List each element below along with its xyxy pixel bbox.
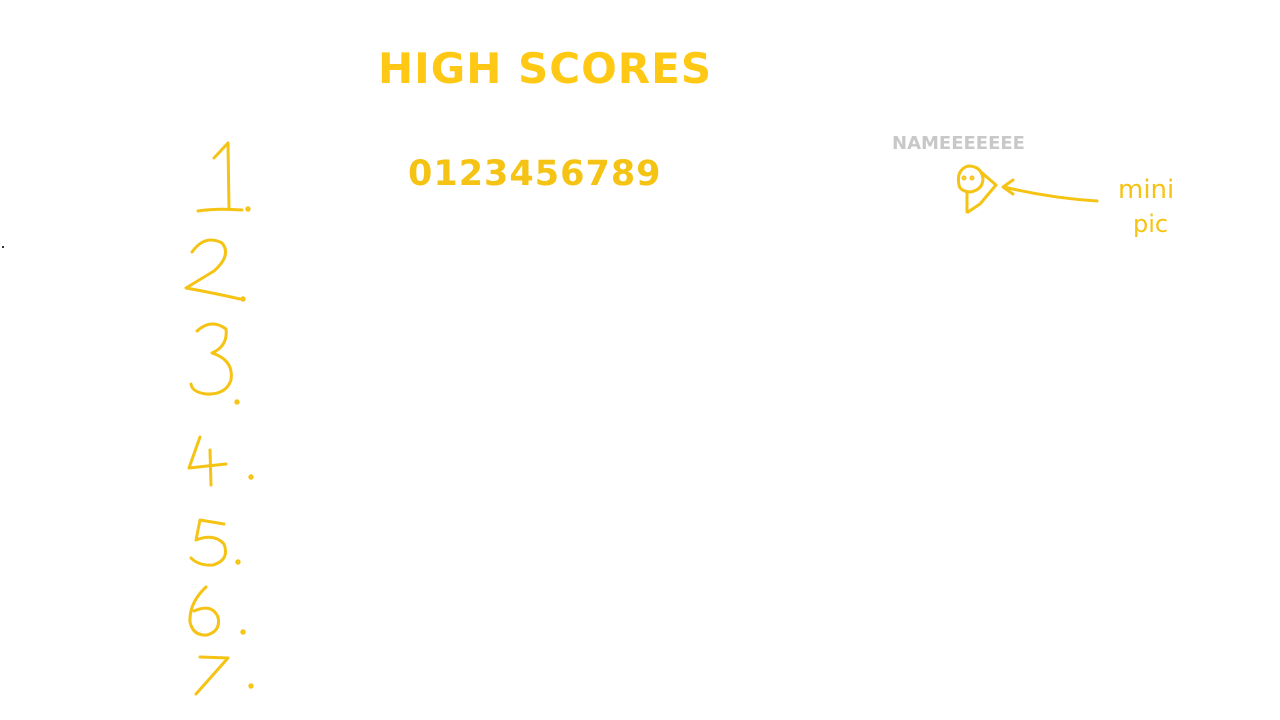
rank-3-label (189, 322, 240, 405)
rank-6-label (188, 585, 246, 637)
mini-pic-face-icon (956, 164, 998, 214)
rank-4-label (187, 435, 254, 487)
top-player-name: NAMEEEEEEE (892, 133, 1025, 154)
rank-2-label (184, 238, 246, 302)
rank-5-label (189, 518, 241, 567)
top-score-value: 0123456789 (408, 154, 662, 194)
rank-1-label (196, 141, 251, 213)
annotation-mini-text: mini (1118, 175, 1175, 205)
stray-mark (2, 246, 4, 248)
high-scores-title: HIGH SCORES (378, 44, 713, 93)
arrow-left-icon (1001, 178, 1099, 203)
rank-7-label (194, 655, 254, 696)
annotation-pic-text: pic (1133, 210, 1169, 238)
